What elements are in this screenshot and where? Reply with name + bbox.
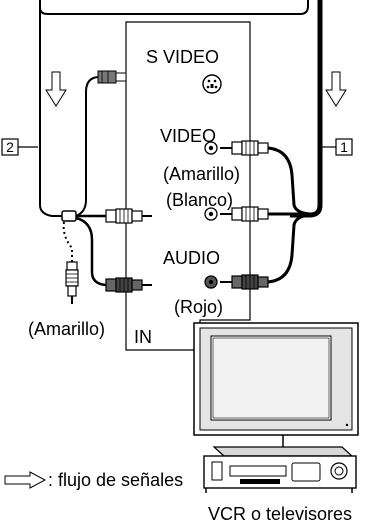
top-cable-loop <box>39 0 309 15</box>
audio-white-plug <box>220 206 269 222</box>
in-label: IN <box>134 327 152 347</box>
cable-1 <box>290 0 323 218</box>
cable-junction <box>61 210 77 222</box>
signal-flow-arrow-right <box>325 71 347 107</box>
cable-2-yellow-plug <box>65 261 79 304</box>
callout-2-text: 2 <box>6 139 14 155</box>
cable-2-white-plug <box>105 208 152 224</box>
cable-2-red-plug <box>105 277 152 293</box>
audio-red-plug <box>220 274 269 290</box>
vcr-tv-caption: VCR o televisores <box>208 504 352 524</box>
amarillo-label-left: (Amarillo) <box>28 319 105 339</box>
callout-1-text: 1 <box>340 139 348 155</box>
svideo-jack <box>202 74 222 94</box>
signal-flow-legend: : flujo de señales <box>48 470 183 490</box>
audio-white-jack <box>204 207 218 221</box>
cable-1-red-lead <box>267 213 311 284</box>
cable-2-svideo-lead <box>75 76 99 217</box>
video-jack <box>204 141 218 155</box>
amarillo-label-right: (Amarillo) <box>163 164 240 184</box>
callout-cable-1: 1 <box>322 138 353 156</box>
cable-1-video-lead <box>267 146 311 216</box>
video-label: VIDEO <box>160 126 216 146</box>
vcr-icon <box>203 446 357 493</box>
cable-2-red-lead <box>75 216 107 287</box>
s-video-label: S VIDEO <box>146 47 219 67</box>
input-panel <box>125 21 251 351</box>
blanco-label: (Blanco) <box>166 190 233 210</box>
rojo-label: (Rojo) <box>174 297 223 317</box>
video-plug <box>220 140 269 156</box>
callout-cable-2: 2 <box>1 138 38 156</box>
audio-label: AUDIO <box>163 248 220 268</box>
audio-red-jack <box>204 275 218 289</box>
cable-2 <box>39 0 62 217</box>
tv-icon <box>193 322 359 447</box>
svideo-plug <box>97 70 127 84</box>
signal-flow-arrow-left <box>45 71 67 107</box>
signal-flow-legend-arrow <box>4 471 47 489</box>
cable-2-yellow-lead-dotted <box>62 221 73 262</box>
